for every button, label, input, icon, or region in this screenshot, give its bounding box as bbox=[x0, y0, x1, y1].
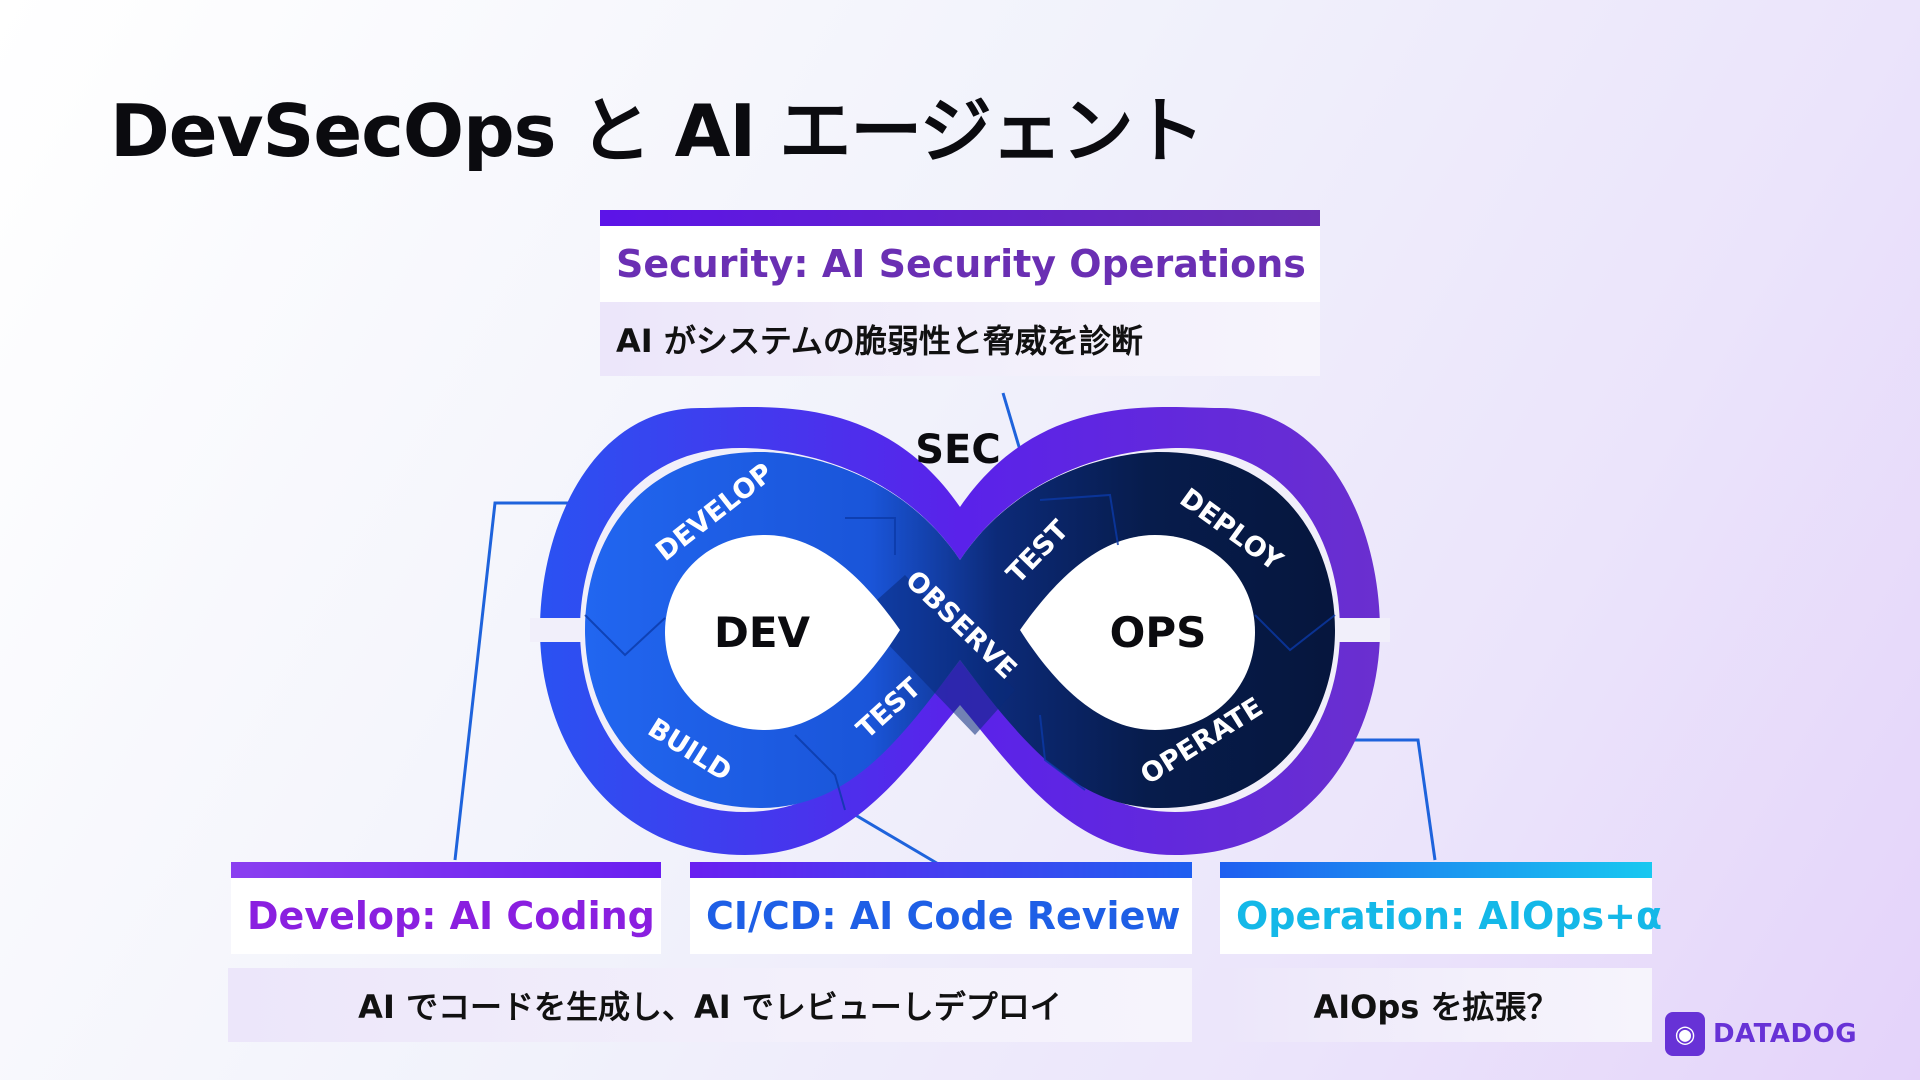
operation-card-bar bbox=[1220, 862, 1652, 878]
infinity-loop-band bbox=[584, 452, 1336, 811]
dog-icon: ◉ bbox=[1665, 1012, 1705, 1056]
sec-label: SEC bbox=[915, 427, 1001, 473]
ops-label: OPS bbox=[1110, 608, 1207, 657]
logo-wordmark: DATADOG bbox=[1713, 1019, 1858, 1049]
operation-description: AIOps を拡張？ bbox=[1220, 968, 1652, 1042]
ops-hole bbox=[1020, 535, 1255, 730]
develop-card: Develop: AI Coding bbox=[231, 878, 661, 954]
cicd-card-bar bbox=[690, 862, 1192, 878]
develop-heading: Develop: AI Coding bbox=[231, 878, 661, 954]
page-title: DevSecOps と AI エージェント bbox=[110, 89, 1205, 173]
develop-card-bar bbox=[231, 862, 661, 878]
security-heading: Security: AI Security Operations bbox=[600, 226, 1320, 302]
dev-cicd-description-box: AI でコードを生成し、AI でレビューしデプロイ bbox=[228, 968, 1192, 1042]
dev-cicd-description: AI でコードを生成し、AI でレビューしデプロイ bbox=[228, 968, 1192, 1042]
datadog-logo: ◉ DATADOG bbox=[1665, 1012, 1857, 1056]
operation-card: Operation: AIOps+α AIOps を拡張？ bbox=[1220, 878, 1662, 1042]
dev-hole bbox=[665, 535, 900, 730]
security-card: Security: AI Security Operations AI がシステ… bbox=[600, 226, 1320, 376]
cicd-heading: CI/CD: AI Code Review bbox=[690, 878, 1192, 954]
operation-heading: Operation: AIOps+α bbox=[1220, 878, 1662, 954]
dev-label: DEV bbox=[714, 608, 811, 657]
connector-security bbox=[1001, 392, 1022, 451]
cicd-card: CI/CD: AI Code Review bbox=[690, 878, 1192, 954]
security-card-bar bbox=[600, 210, 1320, 226]
security-description: AI がシステムの脆弱性と脅威を診断 bbox=[600, 302, 1320, 376]
